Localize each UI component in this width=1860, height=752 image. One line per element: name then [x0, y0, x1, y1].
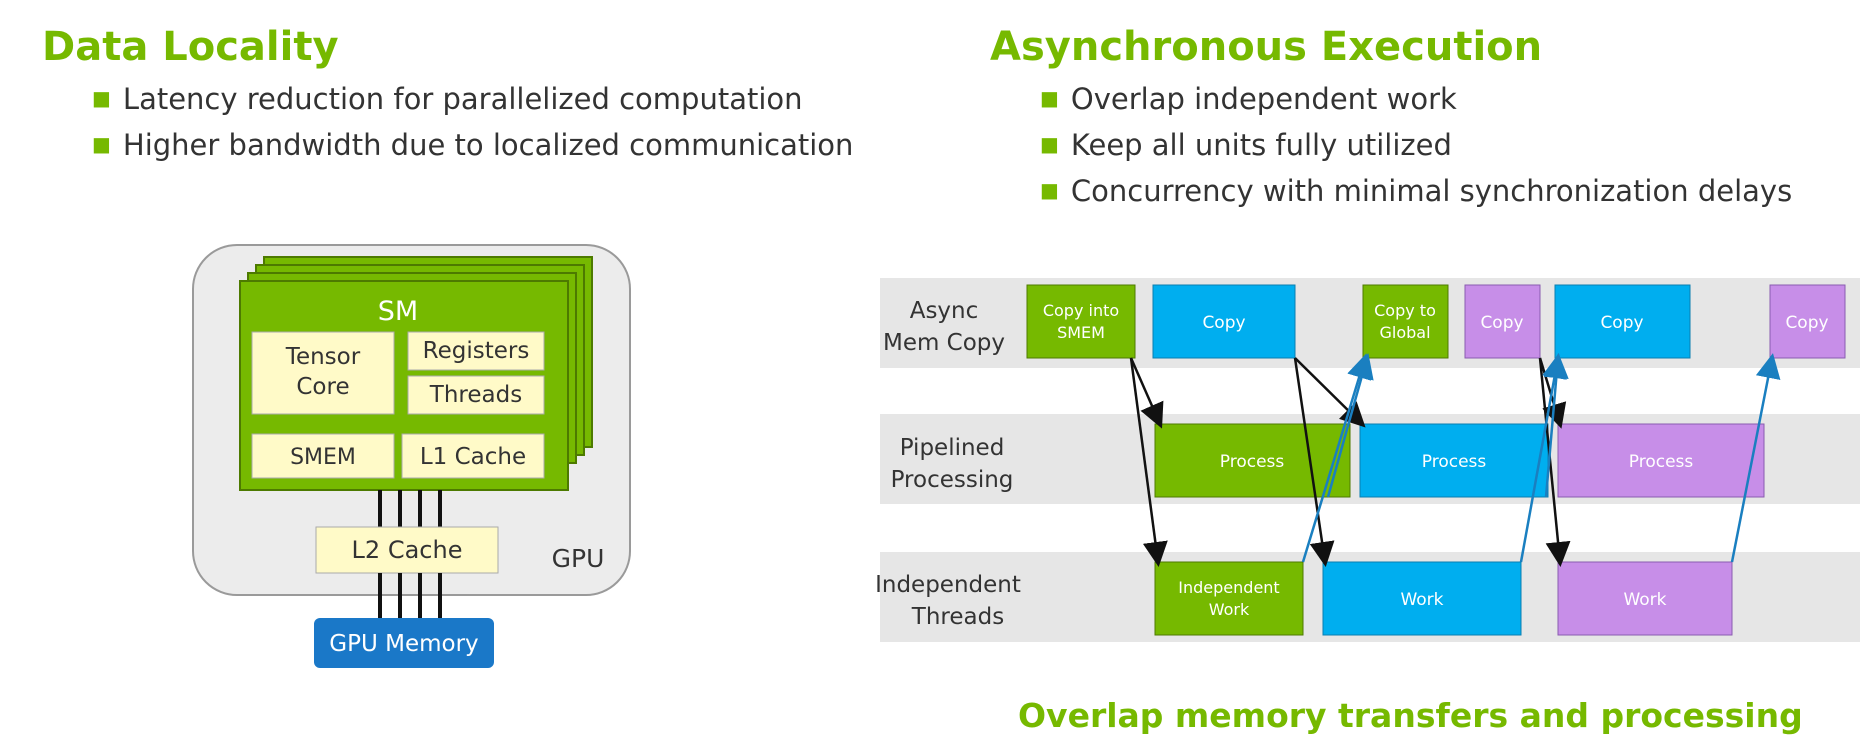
block-copy-to-global-line1: Copy to	[1374, 301, 1436, 320]
smem-label: SMEM	[290, 445, 356, 470]
block-copy-purple-1-label: Copy	[1480, 313, 1523, 333]
row-label-independent-1: Independent	[875, 572, 1021, 598]
block-copy-2	[1554, 284, 1691, 359]
block-work-purple-label: Work	[1623, 590, 1666, 610]
block-independent-work-line1: Independent	[1178, 578, 1279, 597]
block-process-green-label: Process	[1220, 452, 1285, 472]
block-process-green	[1154, 423, 1351, 498]
block-work-blue-label: Work	[1400, 590, 1443, 610]
threads-box	[407, 375, 545, 415]
bullet-latency: ■Latency reduction for parallelized comp…	[92, 82, 803, 116]
block-copy-to-global	[1362, 284, 1449, 359]
block-copy-into-smem-line1: Copy into	[1043, 301, 1119, 320]
block-independent-work-line2: Work	[1209, 600, 1250, 619]
bullet-latency-text: Latency reduction for parallelized compu…	[122, 82, 803, 116]
row-label-independent-2: Threads	[911, 604, 1004, 630]
gpu-memory-label: GPU Memory	[329, 631, 478, 657]
bullet-bandwidth-text: Higher bandwidth due to localized commun…	[122, 128, 854, 162]
block-copy-to-global-line2: Global	[1379, 323, 1430, 342]
tensor-core-line2: Core	[296, 374, 349, 400]
timeline-caption: Overlap memory transfers and processing	[1018, 696, 1803, 735]
blue-arrows	[1301, 353, 1781, 563]
registers-box	[407, 331, 545, 371]
bullet-concurrency: ■Concurrency with minimal synchronizatio…	[1040, 174, 1793, 208]
async-execution-title: Asynchronous Execution	[990, 24, 1543, 70]
row-label-pipelined-1: Pipelined	[900, 435, 1005, 461]
registers-label: Registers	[423, 338, 530, 364]
l1-cache-label: L1 Cache	[420, 444, 526, 470]
row-label-async-1: Async	[910, 298, 979, 324]
block-copy-into-smem	[1026, 284, 1136, 359]
sm-label: SM	[378, 296, 418, 327]
block-process-purple-label: Process	[1629, 452, 1694, 472]
block-copy-purple-2-label: Copy	[1785, 313, 1828, 333]
block-independent-work	[1154, 561, 1304, 636]
bullet-overlap-text: Overlap independent work	[1070, 82, 1457, 116]
gpu-memory-box	[314, 618, 494, 668]
block-copy-purple-2	[1769, 284, 1846, 359]
row-label-pipelined-2: Processing	[891, 467, 1014, 493]
block-copy-1-label: Copy	[1202, 313, 1245, 333]
data-locality-title: Data Locality	[42, 24, 339, 70]
block-copy-into-smem-line2: SMEM	[1057, 323, 1105, 342]
l1-cache-box	[401, 433, 545, 479]
block-process-blue-label: Process	[1422, 452, 1487, 472]
bullet-concurrency-text: Concurrency with minimal synchronization…	[1070, 174, 1793, 208]
block-process-purple	[1557, 423, 1765, 498]
row-label-async-2: Mem Copy	[883, 330, 1005, 356]
block-work-blue	[1322, 561, 1522, 636]
l2-cache-box	[315, 526, 499, 574]
block-copy-2-label: Copy	[1600, 313, 1643, 333]
tensor-core-box	[251, 331, 395, 415]
bullet-bandwidth: ■Higher bandwidth due to localized commu…	[92, 128, 854, 162]
bullet-keep-units: ■Keep all units fully utilized	[1040, 128, 1452, 162]
block-process-blue	[1359, 423, 1549, 498]
gpu-label: GPU	[552, 544, 605, 573]
l2-to-memory-wires	[378, 573, 442, 620]
sm-to-l2-wires	[378, 490, 442, 528]
bullet-keep-units-text: Keep all units fully utilized	[1070, 128, 1452, 162]
block-work-purple	[1557, 561, 1733, 636]
tensor-core-line1: Tensor	[285, 344, 361, 370]
l2-cache-label: L2 Cache	[352, 536, 463, 564]
smem-box	[251, 433, 395, 479]
block-copy-1	[1152, 284, 1296, 359]
bullet-overlap: ■Overlap independent work	[1040, 82, 1457, 116]
block-copy-purple-1	[1464, 284, 1541, 359]
threads-label: Threads	[429, 382, 522, 408]
